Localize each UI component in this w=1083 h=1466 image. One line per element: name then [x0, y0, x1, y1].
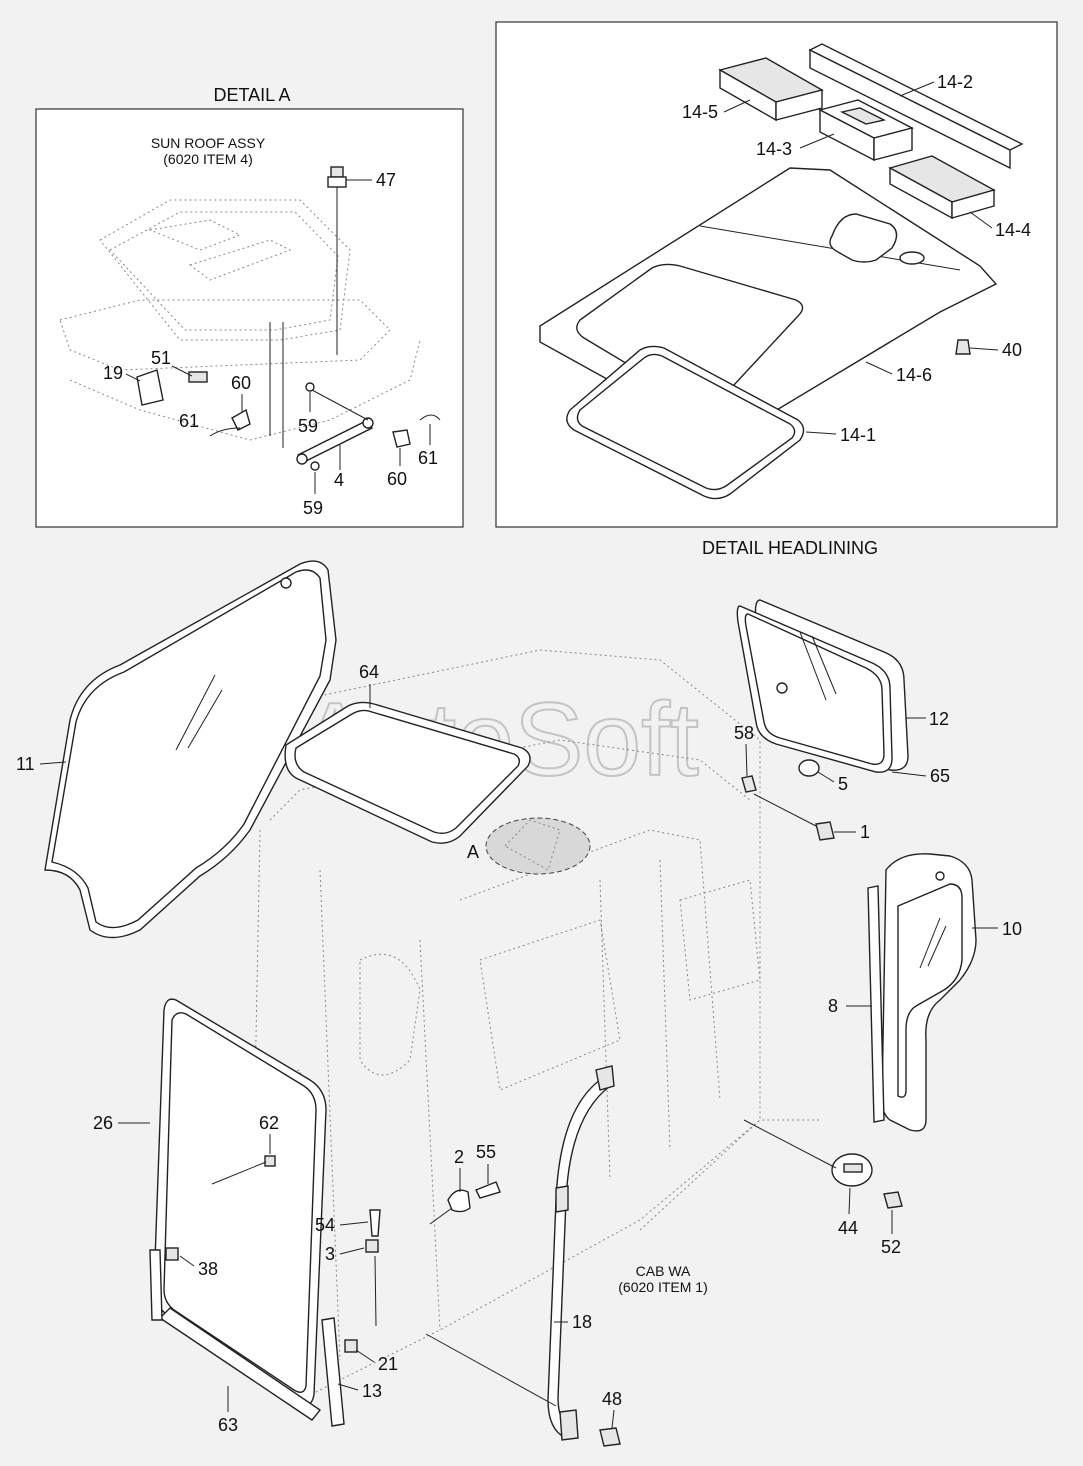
callout-14-6: 14-6 — [896, 365, 932, 385]
callout-14-5: 14-5 — [682, 102, 718, 122]
callout-63: 63 — [218, 1415, 238, 1435]
callout-3: 3 — [325, 1244, 335, 1264]
callout-13: 13 — [362, 1381, 382, 1401]
callout-10: 10 — [1002, 919, 1022, 939]
callout-8: 8 — [828, 996, 838, 1016]
callout-5: 5 — [838, 774, 848, 794]
callout-1: 1 — [860, 822, 870, 842]
callout-54: 54 — [315, 1215, 335, 1235]
cab-note-line2: (6020 ITEM 1) — [618, 1279, 707, 1295]
callout-58: 58 — [734, 723, 754, 743]
callout-40: 40 — [1002, 340, 1022, 360]
callout-55: 55 — [476, 1142, 496, 1162]
callout-14-2: 14-2 — [937, 72, 973, 92]
callout-60-b: 60 — [387, 469, 407, 489]
detail-headlining-title: DETAIL HEADLINING — [702, 538, 878, 558]
detail-a-note-line1: SUN ROOF ASSY — [151, 135, 266, 151]
detail-a-note-line2: (6020 ITEM 4) — [163, 151, 252, 167]
callout-48: 48 — [602, 1389, 622, 1409]
callout-61-b: 61 — [418, 448, 438, 468]
callout-12: 12 — [929, 709, 949, 729]
callout-38: 38 — [198, 1259, 218, 1279]
callout-59-b: 59 — [303, 498, 323, 518]
callout-47: 47 — [376, 170, 396, 190]
callout-51: 51 — [151, 348, 171, 368]
callout-44: 44 — [838, 1218, 858, 1238]
callout-65: 65 — [930, 766, 950, 786]
callout-14-4: 14-4 — [995, 220, 1031, 240]
detail-a-drawing — [59, 166, 441, 471]
callout-14-3: 14-3 — [756, 139, 792, 159]
detail-a-frame — [35, 108, 464, 528]
callout-19: 19 — [103, 363, 123, 383]
callout-2: 2 — [454, 1147, 464, 1167]
callout-21: 21 — [378, 1354, 398, 1374]
callout-14-1: 14-1 — [840, 425, 876, 445]
callout-59-a: 59 — [298, 416, 318, 436]
headlining-drawing — [539, 43, 1024, 500]
detail-marker-a: A — [467, 842, 479, 862]
callout-60-a: 60 — [231, 373, 251, 393]
detail-a-title: DETAIL A — [213, 85, 290, 105]
callout-64: 64 — [359, 662, 379, 682]
cab-drawing — [44, 560, 977, 1447]
callout-62: 62 — [259, 1113, 279, 1133]
callout-26: 26 — [93, 1113, 113, 1133]
cab-note-line1: CAB WA — [636, 1263, 691, 1279]
callout-52: 52 — [881, 1237, 901, 1257]
callout-11: 11 — [16, 754, 35, 774]
callout-61-a: 61 — [179, 411, 199, 431]
callout-18: 18 — [572, 1312, 592, 1332]
callout-4: 4 — [334, 470, 344, 490]
